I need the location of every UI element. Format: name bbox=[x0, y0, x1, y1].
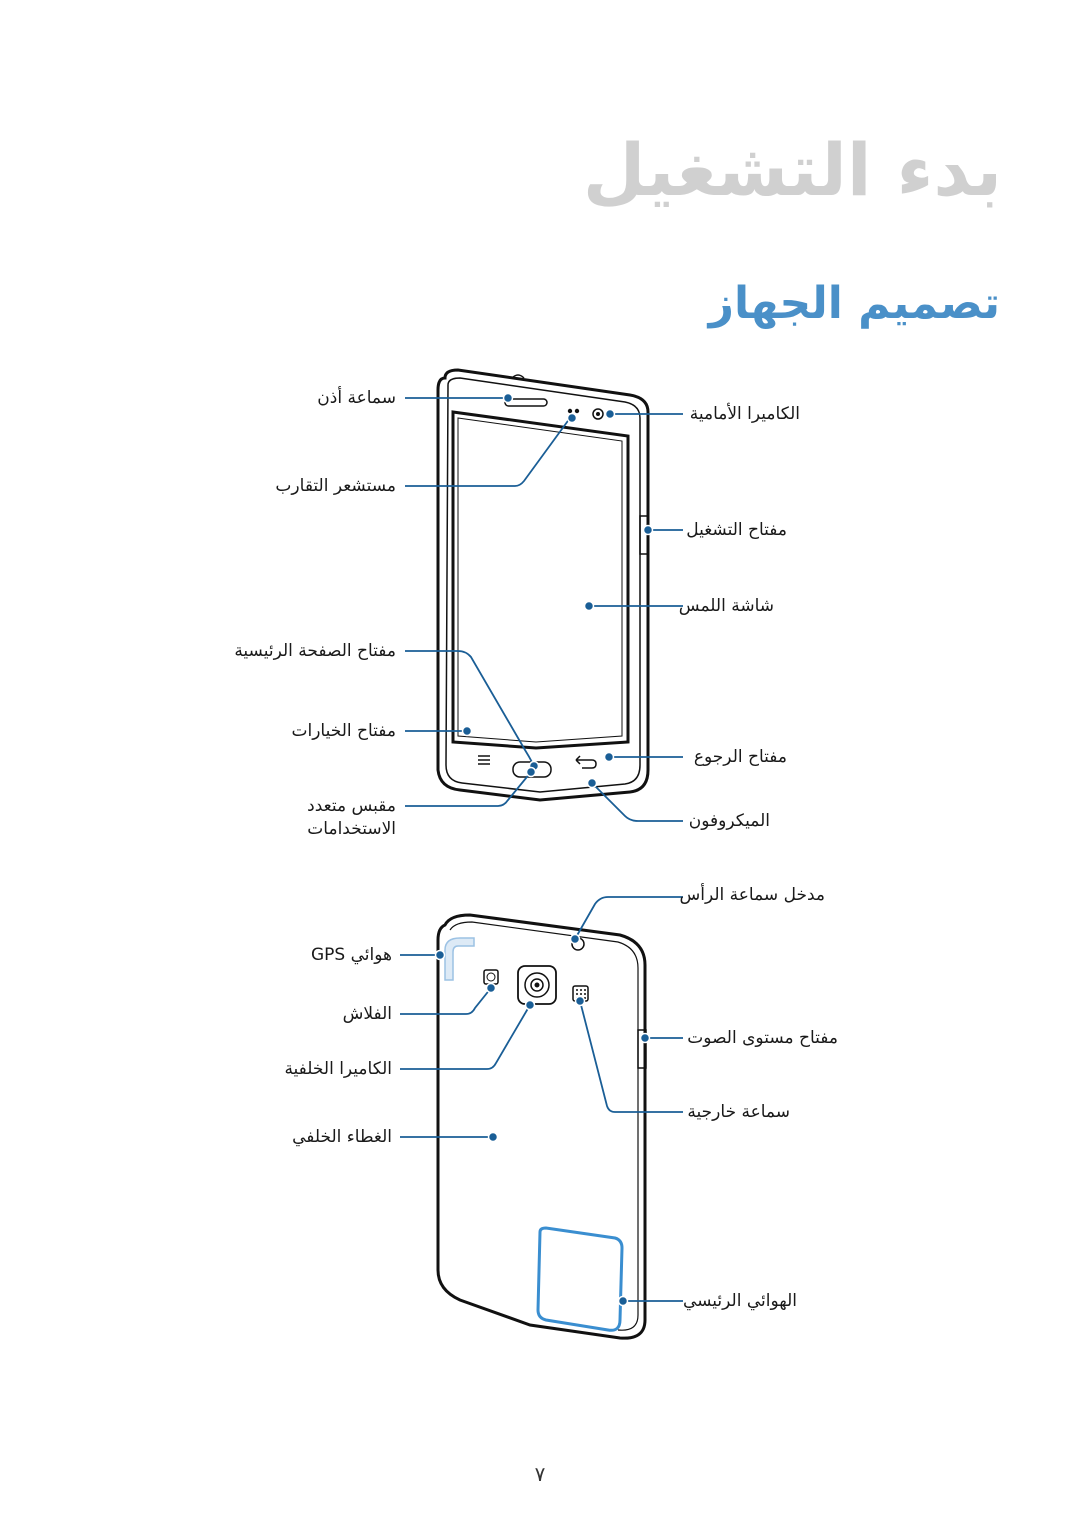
label-flash: الفلاش bbox=[342, 1004, 392, 1024]
label-multipurpose-jack-1: مقبس متعدد bbox=[307, 796, 396, 816]
label-touch-screen: شاشة اللمس bbox=[678, 596, 774, 616]
label-proximity-sensor: مستشعر التقارب bbox=[275, 476, 396, 496]
label-speaker: سماعة خارجية bbox=[687, 1102, 790, 1122]
label-front-camera: الكاميرا الأمامية bbox=[689, 404, 800, 424]
label-home-key: مفتاح الصفحة الرئيسية bbox=[234, 641, 396, 661]
label-rear-camera: الكاميرا الخلفية bbox=[284, 1059, 392, 1079]
proximity-sensor-dots bbox=[567, 408, 580, 414]
label-back-key: مفتاح الرجوع bbox=[693, 747, 787, 767]
label-main-antenna: الهوائي الرئيسي bbox=[682, 1291, 797, 1311]
label-power-key: مفتاح التشغيل bbox=[686, 520, 787, 540]
label-back-cover: الغطاء الخلفي bbox=[292, 1127, 392, 1147]
section-title: تصميم الجهاز bbox=[708, 278, 1000, 329]
label-multipurpose-jack-2: الاستخدامات bbox=[307, 819, 396, 839]
label-volume-key: مفتاح مستوى الصوت bbox=[687, 1028, 838, 1048]
label-menu-key: مفتاح الخيارات bbox=[291, 721, 396, 741]
front-phone bbox=[436, 368, 650, 802]
page-number: ٧ bbox=[534, 1462, 546, 1486]
label-headset-jack: مدخل سماعة الرأس bbox=[679, 885, 826, 905]
callout-lines bbox=[400, 397, 683, 1302]
callout-dots bbox=[434, 392, 654, 1307]
label-microphone: الميكروفون bbox=[688, 811, 770, 831]
back-phone bbox=[436, 913, 647, 1340]
antenna-outlines bbox=[444, 937, 624, 1332]
label-gps-antenna: هوائي GPS bbox=[311, 945, 392, 965]
chapter-title: بدء التشغيل bbox=[582, 128, 1002, 212]
label-earpiece: سماعة أذن bbox=[317, 388, 396, 408]
